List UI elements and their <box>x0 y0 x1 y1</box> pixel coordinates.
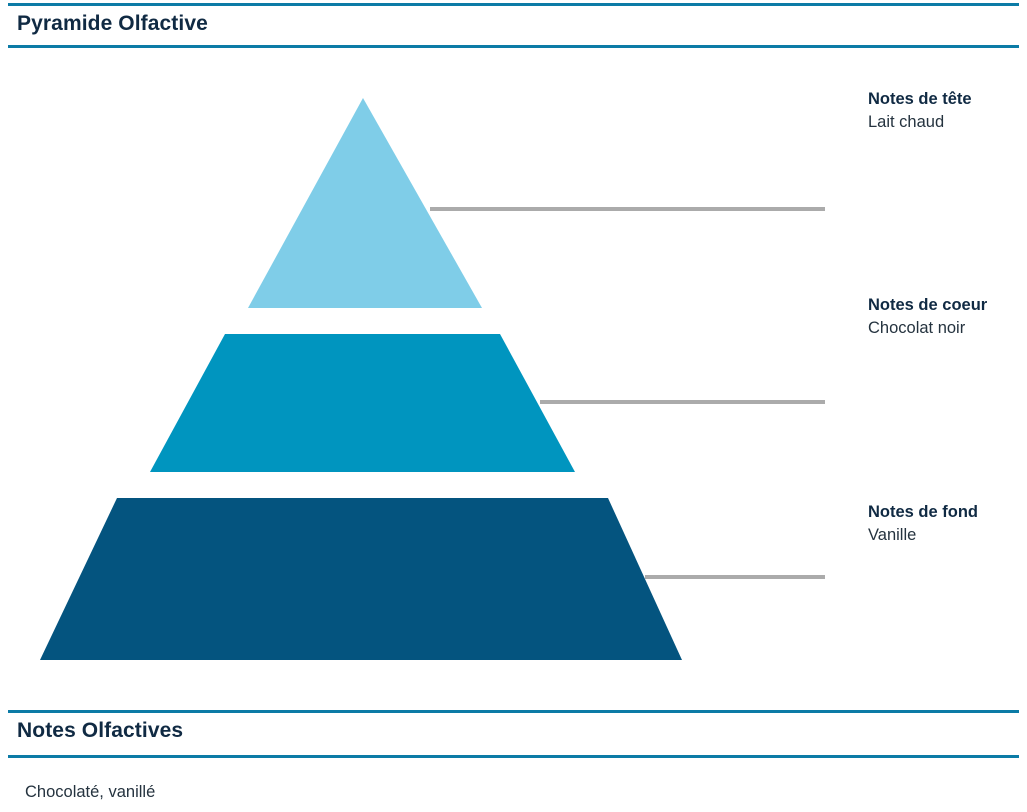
tier-label-middle: Notes de coeur Chocolat noir <box>868 295 1026 340</box>
pyramid-section-header: Pyramide Olfactive <box>8 3 1019 48</box>
notes-section-title: Notes Olfactives <box>17 719 184 742</box>
pyramid-svg <box>40 98 825 660</box>
tier-label-middle-title: Notes de coeur <box>868 296 988 314</box>
leader-line-middle <box>540 400 825 404</box>
page-title: Pyramide Olfactive <box>17 12 208 35</box>
notes-section-header: Notes Olfactives <box>8 710 1019 758</box>
leader-line-top <box>430 207 825 211</box>
leader-line-bottom <box>645 575 825 579</box>
tier-label-middle-value: Chocolat noir <box>868 318 966 337</box>
pyramid-tier-top[interactable] <box>248 98 482 308</box>
section-rule-bottom <box>8 45 1019 48</box>
pyramid-chart <box>0 60 840 680</box>
tier-label-top: Notes de tête Lait chaud <box>868 89 1026 134</box>
tier-label-bottom: Notes de fond Vanille <box>868 502 1026 547</box>
pyramid-tier-middle[interactable] <box>150 334 575 472</box>
notes-rule-bottom <box>8 755 1019 758</box>
tier-label-bottom-value: Vanille <box>868 525 917 544</box>
notes-body-text: Chocolaté, vanillé <box>25 783 156 801</box>
tier-label-top-value: Lait chaud <box>868 112 945 131</box>
section-rule-top <box>8 3 1019 6</box>
tier-label-top-title: Notes de tête <box>868 90 972 108</box>
notes-rule-top <box>8 710 1019 713</box>
pyramid-tier-bottom[interactable] <box>40 498 682 660</box>
tier-label-bottom-title: Notes de fond <box>868 503 978 521</box>
